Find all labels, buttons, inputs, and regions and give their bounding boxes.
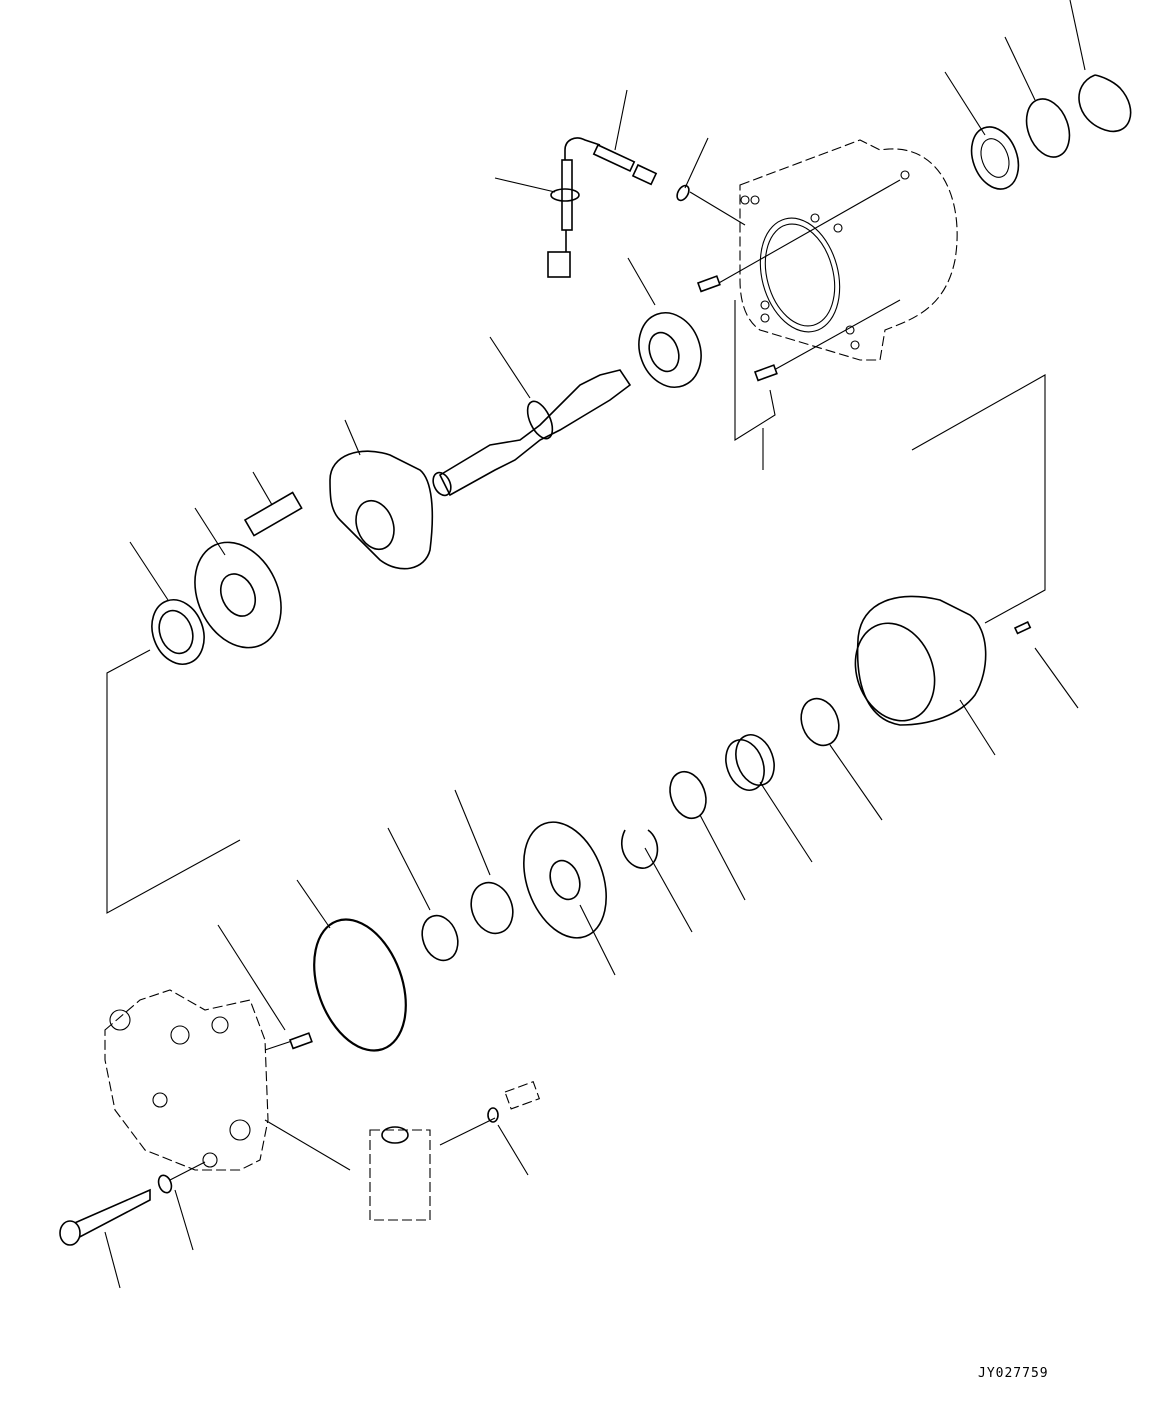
drive-shaft <box>432 369 632 497</box>
retaining-ring <box>421 914 459 962</box>
reference-code: JY027759 <box>978 1366 1049 1381</box>
snap-ring <box>1078 74 1132 133</box>
retaining-ring <box>1025 98 1071 158</box>
retainer-plate <box>194 541 282 649</box>
piston <box>243 491 303 537</box>
swash-plate <box>329 450 434 570</box>
cylinder-block <box>854 595 987 726</box>
end-cover <box>104 989 269 1171</box>
bolt <box>59 1188 151 1246</box>
washer <box>157 1174 173 1194</box>
speed-sensor-harness <box>547 137 658 278</box>
needle-bearing <box>470 881 514 935</box>
dowel-pin <box>288 1032 313 1050</box>
bushing <box>800 697 840 747</box>
sensor-connector <box>487 1081 541 1123</box>
valve-plate <box>523 821 607 939</box>
ball-bearing <box>638 312 702 388</box>
motor-housing <box>739 139 958 361</box>
snap-ring <box>620 829 659 869</box>
pin <box>1013 621 1032 635</box>
leader-lines <box>104 0 1086 1289</box>
washer <box>669 770 707 820</box>
bearing <box>970 126 1020 190</box>
large-o-ring <box>313 918 407 1052</box>
dowel-pin <box>753 364 778 382</box>
dowel-pin <box>696 275 721 293</box>
o-ring-small <box>676 184 690 202</box>
spring <box>725 734 775 791</box>
roller-bearing <box>151 599 205 665</box>
solenoid-valve <box>369 1126 431 1221</box>
